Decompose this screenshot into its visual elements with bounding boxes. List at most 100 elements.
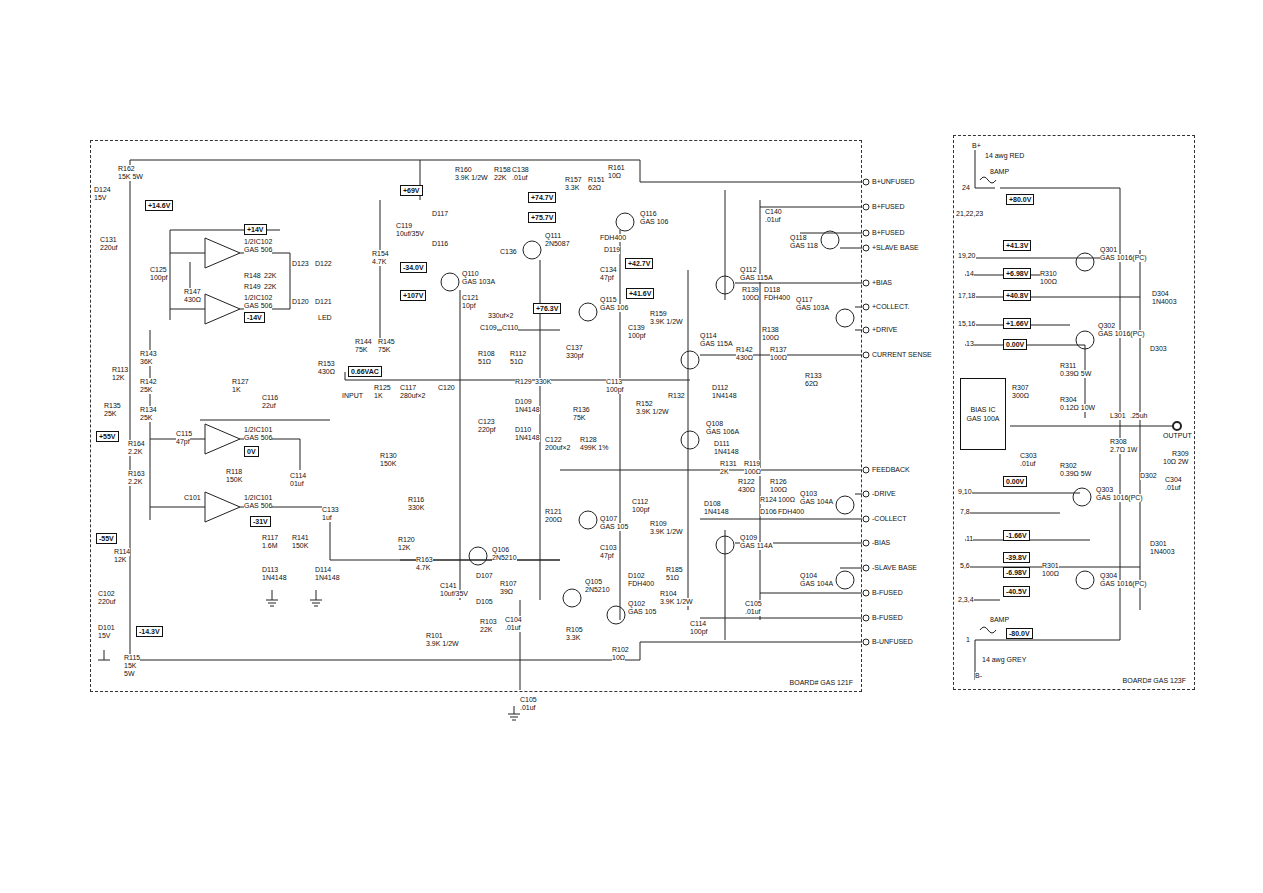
component-label: R117 bbox=[262, 534, 278, 542]
voltage-value: +40.8V bbox=[1006, 292, 1028, 299]
component-label: Q105 bbox=[585, 578, 602, 586]
component-label: 75K bbox=[378, 346, 390, 354]
component-label: R138 bbox=[762, 326, 779, 334]
component-label: B- bbox=[975, 672, 982, 680]
component-label: D118 bbox=[764, 286, 780, 294]
component-label: Q303 bbox=[1096, 486, 1113, 494]
component-label: 3.9K 1/2W bbox=[660, 598, 693, 606]
component-label: Q109 bbox=[740, 534, 757, 542]
component-label: C140 bbox=[765, 208, 782, 216]
component-label: 3.9K 1/2W bbox=[636, 408, 669, 416]
component-label: C112 bbox=[632, 498, 648, 506]
component-label: 1N4148 bbox=[714, 448, 739, 456]
component-label: D124 bbox=[94, 186, 111, 194]
component-label: C125 bbox=[150, 266, 167, 274]
component-label: GAS 1016(PC) bbox=[1100, 254, 1147, 262]
component-label: R142 bbox=[736, 346, 753, 354]
component-label: C138 bbox=[512, 166, 529, 174]
component-label: 280uf×2 bbox=[400, 392, 426, 400]
component-label: C304 bbox=[1165, 476, 1182, 484]
component-label: 10pf bbox=[462, 302, 476, 310]
component-label: 7,8 bbox=[960, 508, 970, 516]
component-label: 1N4148 bbox=[262, 574, 287, 582]
component-label: 47pf bbox=[600, 552, 614, 560]
component-label: 15V bbox=[94, 194, 106, 202]
component-label: Q117 bbox=[796, 296, 813, 304]
component-label: Q111 bbox=[545, 232, 561, 240]
component-label: 13 bbox=[966, 340, 974, 348]
component-label: 14 awg GREY bbox=[982, 656, 1026, 664]
component-label: 100pf bbox=[606, 386, 624, 394]
component-label: C105 bbox=[745, 600, 762, 608]
component-label: D111 bbox=[714, 440, 730, 448]
component-label: 15K bbox=[124, 662, 136, 670]
voltage-value: -34.0V bbox=[403, 264, 424, 271]
component-label: C105 bbox=[520, 696, 537, 704]
board-outline: BOARD# GAS 123FBIAS ICGAS 100A+80.0V+41.… bbox=[953, 135, 1195, 690]
component-label: GAS 115A bbox=[700, 340, 733, 348]
component-label: 1N4148 bbox=[704, 508, 729, 516]
component-label: B+FUSED bbox=[872, 203, 904, 211]
component-label: 100Ω bbox=[770, 486, 787, 494]
component-label: R163 bbox=[416, 556, 433, 564]
component-label: C101 bbox=[184, 494, 201, 502]
voltage-box: +80.0V bbox=[1006, 194, 1034, 205]
component-label: FDH400 bbox=[600, 234, 626, 242]
component-label: 2.7Ω 1W bbox=[1110, 446, 1137, 454]
voltage-box: +42.7V bbox=[625, 258, 653, 269]
component-label: B+FUSED bbox=[872, 229, 904, 237]
component-label: 4.7K bbox=[416, 564, 430, 572]
component-label: C116 bbox=[262, 394, 278, 402]
component-label: R144 bbox=[355, 338, 372, 346]
component-label: R102 bbox=[612, 646, 629, 654]
voltage-box: 0V bbox=[244, 446, 259, 457]
component-label: C120 bbox=[438, 384, 455, 392]
component-label: 100pf bbox=[628, 332, 646, 340]
component-label: 1/2IC101 bbox=[244, 494, 272, 502]
component-label: 430Ω bbox=[318, 368, 335, 376]
component-label: C139 bbox=[628, 324, 645, 332]
component-label: 10Ω bbox=[612, 654, 625, 662]
component-label: INPUT bbox=[342, 392, 363, 400]
component-label: 25K bbox=[140, 386, 152, 394]
voltage-value: 0.66VAC bbox=[351, 368, 379, 375]
component-label: 100Ω bbox=[742, 294, 759, 302]
component-label: Q304 bbox=[1100, 572, 1117, 580]
component-label: Q115 bbox=[600, 296, 617, 304]
voltage-box: +6.98V bbox=[1003, 268, 1031, 279]
component-label: 12K bbox=[114, 556, 126, 564]
supply-rail bbox=[130, 160, 862, 660]
voltage-box: -80.0V bbox=[1006, 628, 1033, 639]
component-label: R154 bbox=[372, 250, 389, 258]
component-label: R108 bbox=[478, 350, 495, 358]
component-label: 2N5210 bbox=[492, 554, 517, 562]
voltage-box: -14.3V bbox=[136, 626, 163, 637]
component-label: GAS 104A bbox=[800, 498, 833, 506]
component-label: 100Ω bbox=[1040, 278, 1057, 286]
component-label: -COLLECT bbox=[872, 515, 907, 523]
component-label: -BIAS bbox=[872, 539, 890, 547]
component-label: .01uf bbox=[1020, 460, 1036, 468]
component-label: 22K bbox=[480, 626, 492, 634]
component-label: D302 bbox=[1140, 472, 1157, 480]
component-label: 1N4148 bbox=[712, 392, 737, 400]
component-label: 220uf bbox=[100, 244, 118, 252]
component-label: D102 bbox=[628, 572, 645, 580]
component-label: R142 bbox=[140, 378, 157, 386]
component-label: C117 bbox=[400, 384, 416, 392]
terminal-wire bbox=[560, 207, 862, 618]
component-label: R113 bbox=[112, 366, 128, 374]
component-label: 1/2IC102 bbox=[244, 294, 272, 302]
voltage-value: +69V bbox=[403, 187, 420, 194]
component-label: R310 bbox=[1040, 270, 1057, 278]
voltage-value: 0.00V bbox=[1006, 341, 1024, 348]
component-label: R114 bbox=[114, 548, 130, 556]
component-label: 3.3K bbox=[565, 184, 579, 192]
component-label: 2.2K bbox=[128, 448, 142, 456]
component-label: 62Ω bbox=[588, 184, 601, 192]
component-label: GAS 506 bbox=[244, 502, 272, 510]
component-label: 5W bbox=[124, 670, 135, 678]
component-label: 75K bbox=[355, 346, 367, 354]
component-label: CURRENT SENSE bbox=[872, 351, 932, 359]
component-label: C103 bbox=[600, 544, 617, 552]
